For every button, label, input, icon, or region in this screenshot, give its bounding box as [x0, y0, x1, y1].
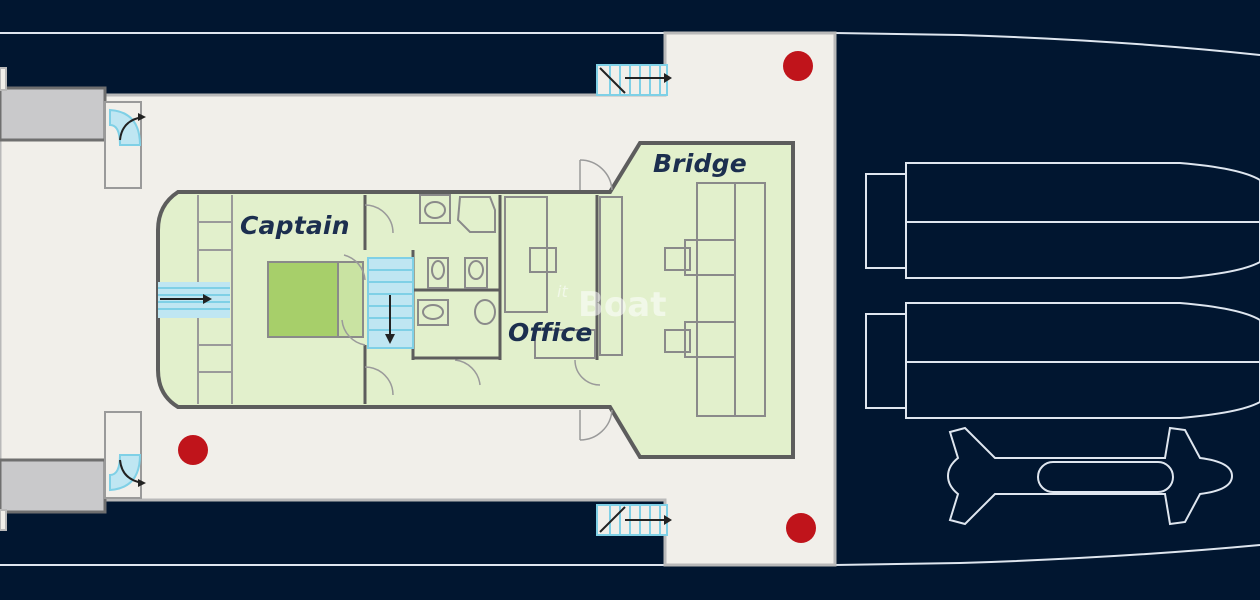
bathroom-fixtures: [417, 194, 496, 326]
hull-bottom-line: [0, 544, 1260, 566]
captain-entry-stair: [158, 282, 230, 318]
inner-stair: [367, 257, 414, 349]
grey-post-top: [0, 67, 7, 91]
bridge-console: [664, 182, 766, 417]
marker-top-right: [783, 51, 813, 81]
hull-outline: [0, 32, 1260, 566]
foredeck-equipment: [865, 162, 1260, 526]
side-stair-bottom: [596, 504, 672, 536]
marker-bottom-right: [786, 513, 816, 543]
office-furniture: [504, 196, 623, 359]
grey-post-bottom: [0, 509, 7, 531]
jet-ski: [946, 426, 1234, 526]
spiral-stair-top: [104, 101, 146, 189]
label-captain: Captain: [240, 211, 350, 240]
side-stair-top: [596, 64, 672, 96]
spiral-stair-bottom: [104, 411, 146, 499]
red-markers: [178, 51, 816, 543]
captain-bed: [267, 261, 364, 338]
tender-top: [865, 162, 1260, 279]
hull-top-line: [0, 32, 1260, 56]
left-grey-blocks: [0, 67, 107, 531]
marker-bottom-left: [178, 435, 208, 465]
label-bridge: Bridge: [653, 149, 747, 178]
watermark-prefix: it: [557, 282, 568, 301]
tender-bottom: [865, 302, 1260, 419]
cabin-partitions: [363, 195, 599, 404]
grey-block-bottom: [0, 458, 107, 514]
label-office: Office: [508, 318, 593, 347]
superstructure: [156, 141, 795, 459]
grey-block-top: [0, 86, 107, 142]
superstructure-outline: [156, 141, 795, 459]
watermark-brand: Boat: [578, 285, 666, 325]
watermark: it Boat: [557, 282, 666, 325]
door-swings: [341, 159, 613, 441]
